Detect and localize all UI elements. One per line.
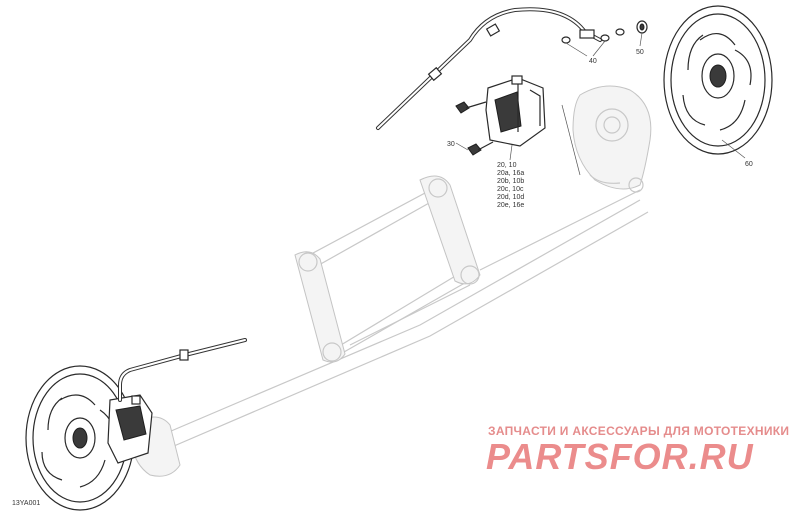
figure-id: 13YA001 <box>12 500 41 507</box>
left-brake-caliper <box>107 394 153 464</box>
left-brake-hose <box>118 338 247 402</box>
caliper-code: 20b, 10b <box>497 178 525 185</box>
leader-lines <box>455 32 746 176</box>
caliper-code-list: 20, 10 20a, 16a 20b, 10b 20c, 10c 20d, 1… <box>497 162 524 210</box>
callout-40: 40 <box>589 58 597 65</box>
right-brake-hose <box>376 7 602 130</box>
watermark-brand: PARTSFOR.RU <box>486 436 754 477</box>
left-brake-disc <box>25 365 135 511</box>
callout-30: 30 <box>447 141 455 148</box>
hose-fittings <box>561 20 648 44</box>
callout-60: 60 <box>745 161 753 168</box>
caliper-code: 20c, 10c <box>497 186 524 193</box>
caliper-code: 20d, 10d <box>497 194 525 201</box>
watermark-subtitle: ЗАПЧАСТИ И АКСЕССУАРЫ ДЛЯ МОТОТЕХНИКИ <box>488 424 790 438</box>
caliper-code: 20a, 16a <box>497 170 525 177</box>
callout-50: 50 <box>636 49 644 56</box>
right-brake-disc <box>663 5 773 155</box>
caliper-code: 20e, 16e <box>497 202 525 209</box>
caliper-code: 20, 10 <box>497 162 517 169</box>
ghost-right-knuckle <box>572 85 652 193</box>
caliper-bolts <box>455 101 494 156</box>
ghost-axle-assembly <box>149 175 649 453</box>
right-brake-caliper <box>485 75 546 147</box>
